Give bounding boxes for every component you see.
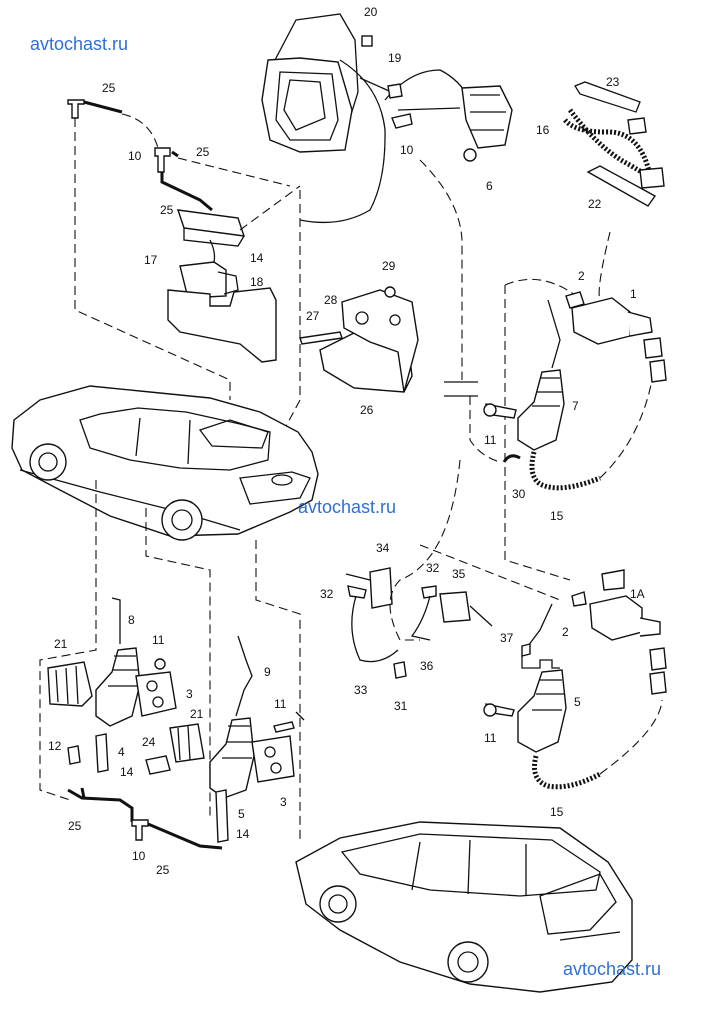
callout-10-b: 10 bbox=[128, 149, 142, 163]
callout-7: 7 bbox=[572, 399, 579, 413]
callout-18: 18 bbox=[250, 275, 264, 289]
callout-37: 37 bbox=[500, 631, 514, 645]
callout-25-b: 25 bbox=[196, 145, 210, 159]
lower-left-assembly bbox=[39, 480, 301, 850]
callout-10-bottom: 10 bbox=[132, 849, 146, 863]
callout-14-a: 14 bbox=[120, 765, 134, 779]
callout-9: 9 bbox=[264, 665, 271, 679]
callout-27: 27 bbox=[306, 309, 320, 323]
callout-10-top: 10 bbox=[400, 143, 414, 157]
callout-8: 8 bbox=[128, 613, 135, 627]
callout-19: 19 bbox=[388, 51, 402, 65]
callout-22: 22 bbox=[588, 197, 602, 211]
callout-25-c: 25 bbox=[160, 203, 174, 217]
callout-25-e: 25 bbox=[68, 819, 82, 833]
callout-4: 4 bbox=[118, 745, 125, 759]
callout-5-right: 5 bbox=[574, 695, 581, 709]
callout-14-b: 14 bbox=[236, 827, 250, 841]
lock-assembly-upper bbox=[469, 231, 667, 581]
fuel-door-lock-assembly bbox=[345, 459, 561, 679]
watermark-bottom-right: avtochast.ru bbox=[563, 959, 662, 979]
callout-25-a: 25 bbox=[102, 81, 116, 95]
callout-20: 20 bbox=[364, 5, 378, 19]
sedan-car bbox=[11, 385, 319, 541]
callout-1: 1 bbox=[630, 287, 637, 301]
watermark-top-left: avtochast.ru bbox=[30, 34, 129, 54]
callout-31: 31 bbox=[394, 699, 408, 713]
lower-middle-assembly bbox=[209, 635, 305, 843]
callout-35: 35 bbox=[452, 567, 466, 581]
callout-21-a: 21 bbox=[54, 637, 68, 651]
callout-11-b: 11 bbox=[484, 731, 497, 745]
callout-6: 6 bbox=[486, 179, 493, 193]
callout-1A: 1A bbox=[630, 587, 645, 601]
callout-34: 34 bbox=[376, 541, 390, 555]
watermark-center: avtochast.ru bbox=[298, 497, 397, 517]
callout-5-left: 5 bbox=[238, 807, 245, 821]
callout-11-d: 11 bbox=[274, 697, 287, 711]
callout-11-c: 11 bbox=[152, 633, 165, 647]
callout-16: 16 bbox=[536, 123, 550, 137]
hose-network-upper bbox=[67, 99, 301, 400]
bracket-assembly bbox=[283, 159, 478, 431]
callout-23: 23 bbox=[606, 75, 620, 89]
callout-12: 12 bbox=[48, 739, 62, 753]
callout-3-b: 3 bbox=[280, 795, 287, 809]
callout-15-b: 15 bbox=[550, 805, 564, 819]
vacuum-line-assembly bbox=[563, 81, 665, 207]
callout-32-a: 32 bbox=[320, 587, 334, 601]
callout-14-top: 14 bbox=[250, 251, 264, 265]
callout-32-b: 32 bbox=[426, 561, 440, 575]
callout-28: 28 bbox=[324, 293, 338, 307]
callout-17: 17 bbox=[144, 253, 158, 267]
callout-11-a: 11 bbox=[484, 433, 497, 447]
callout-29: 29 bbox=[382, 259, 396, 273]
fuel-door-assembly bbox=[261, 13, 513, 224]
callout-25-d: 25 bbox=[156, 863, 170, 877]
callout-2-bottom: 2 bbox=[562, 625, 569, 639]
callout-24: 24 bbox=[142, 735, 156, 749]
lock-assembly-lower bbox=[483, 569, 667, 790]
callout-30: 30 bbox=[512, 487, 526, 501]
callout-labels: 20 19 10 25 10 25 6 23 16 22 25 17 14 18… bbox=[48, 5, 645, 877]
wagon-car bbox=[295, 821, 633, 993]
callout-21-b: 21 bbox=[190, 707, 204, 721]
callout-26: 26 bbox=[360, 403, 374, 417]
callout-15-a: 15 bbox=[550, 509, 564, 523]
callout-36: 36 bbox=[420, 659, 434, 673]
callout-3-a: 3 bbox=[186, 687, 193, 701]
callout-2-top: 2 bbox=[578, 269, 585, 283]
callout-33: 33 bbox=[354, 683, 368, 697]
